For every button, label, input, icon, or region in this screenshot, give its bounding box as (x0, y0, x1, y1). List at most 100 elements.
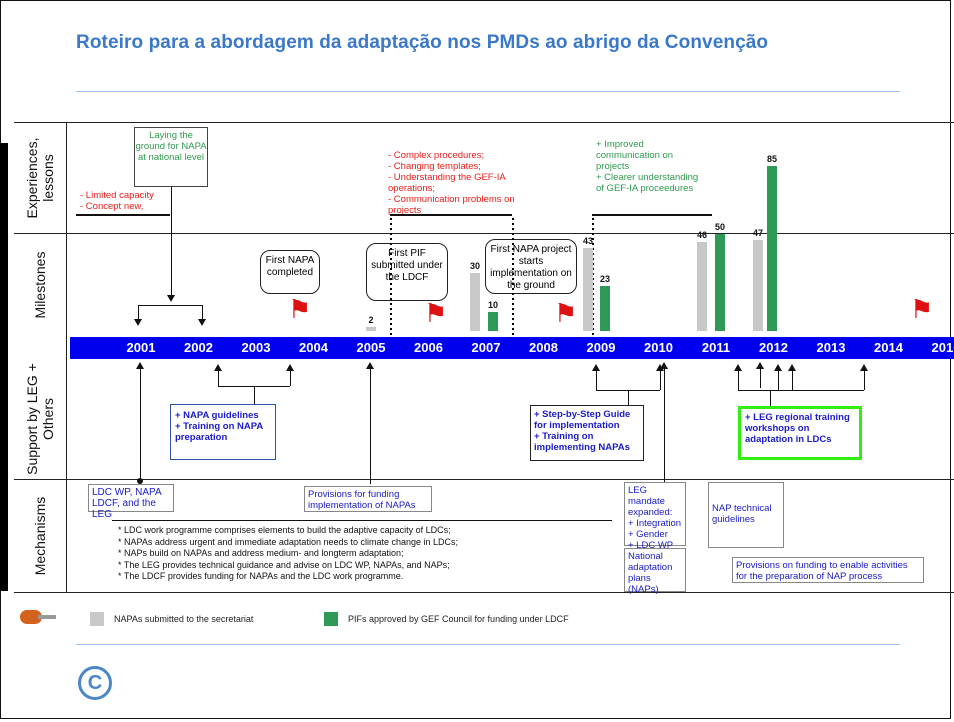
pif-bar-2011 (715, 234, 725, 331)
page-title: Roteiro para a abordagem da adaptação no… (76, 32, 769, 53)
note-item: * The LDCF provides funding for NAPAs an… (118, 571, 404, 581)
year-label-2008: 2008 (529, 340, 558, 355)
timeline-year-bar (70, 337, 954, 359)
arrow-2010b (660, 362, 668, 369)
provisions-napa-connector (370, 368, 371, 484)
leg-bracket-right (778, 390, 864, 391)
key-shaft (38, 615, 56, 619)
year-label-2012: 2012 (759, 340, 788, 355)
lane-bottom-border (14, 592, 954, 593)
lane-label-mechanisms: Mechanisms (32, 496, 48, 575)
branch-right-arrow (198, 319, 206, 326)
national-plans-box: National adaptation plans (NAPs) (624, 548, 686, 595)
ldc-wp-box: LDC WP, NAPA LDCF, and the LEG (88, 484, 174, 520)
year-label-2003: 2003 (241, 340, 271, 355)
dotted-line-2007 (512, 218, 514, 336)
arrow-2001 (136, 362, 144, 369)
notes-top-rule (112, 520, 612, 521)
year-label-2005: 2005 (356, 340, 386, 355)
pif-bar-2009-label: 23 (599, 274, 610, 284)
branch-left-arrow (134, 319, 142, 326)
finish-flag-icon-2004: ⚑ (288, 294, 312, 324)
leg-bracket-left (738, 390, 792, 391)
pif-bar-2007 (488, 312, 498, 331)
improved-period-line (592, 214, 712, 216)
napa-bar-2005 (366, 327, 376, 331)
lane-divider-3 (14, 479, 954, 480)
branch-horizontal (138, 305, 202, 306)
napa-guidelines-left (218, 370, 219, 386)
arrow-2011c (756, 362, 764, 369)
arrow-2013 (860, 364, 868, 371)
year-label-2006: 2006 (414, 340, 443, 355)
note-item: * NAPAs address urgent and immediate ada… (118, 536, 459, 547)
note-item: * LDC work programme comprises elements … (118, 525, 451, 535)
arrow-2003 (286, 364, 294, 371)
napa-bar-2011-label: 46 (696, 230, 707, 240)
lane-label-experiences: Experiences, lessons (24, 137, 56, 218)
note-item: * NAPs build on NAPAs and address medium… (118, 548, 404, 558)
year-label-2009: 2009 (586, 340, 616, 355)
year-label-2001: 2001 (126, 340, 156, 355)
leg-regional-box: + LEG regional training workshops on ada… (738, 406, 862, 460)
legend-green-swatch (324, 612, 338, 626)
left-edge-bar (0, 143, 8, 591)
improved-communication-text: + Improved communication on projects + C… (596, 139, 699, 194)
arrow-2011a (734, 364, 742, 371)
finish-flag-icon-2006: ⚑ (424, 298, 448, 328)
first-project-box: First NAPA project starts implementation… (485, 239, 577, 294)
limited-period-line (76, 214, 170, 216)
leg-bracket-r2 (864, 370, 865, 390)
connector-2001-down (140, 368, 141, 480)
napa-bar-2009 (583, 248, 593, 331)
napa-guidelines-stem (254, 386, 255, 404)
leg-stem (770, 390, 771, 406)
leg-mandate-connector (664, 368, 665, 482)
lane-divider-1 (14, 233, 954, 234)
lane-experiences: Experiences, lessons (14, 122, 66, 233)
lane-milestones: Milestones (14, 233, 66, 337)
laying-ground-connector (171, 187, 172, 297)
arrow-2009 (592, 364, 600, 371)
step-stem (628, 390, 629, 406)
pif-bar-2012 (767, 166, 777, 331)
arrow-2012 (774, 364, 782, 371)
napa-bar-2012-label: 47 (752, 228, 763, 238)
year-label-2013: 2013 (816, 340, 846, 355)
lane-header-divider (66, 122, 67, 592)
arrow-2011b (788, 364, 796, 371)
arrow-2005 (366, 362, 374, 369)
year-label-2002: 2002 (184, 340, 213, 355)
napa-bar-2009-label: 43 (582, 236, 593, 246)
pif-bar-2007-label: 10 (487, 300, 498, 310)
lane-top-border (14, 122, 954, 123)
lane-label-support: Support by LEG + Others (24, 363, 56, 475)
arrow-2002 (214, 364, 222, 371)
limited-capacity-text: - Limited capacity - Concept new, (80, 190, 154, 212)
leg-bracket-l2 (792, 370, 793, 390)
year-label-2015: 2015 (931, 340, 954, 355)
laying-ground-box: Laying the ground for NAPA at national l… (134, 127, 208, 187)
napa-bar-2007 (470, 273, 480, 331)
napa-guidelines-box: + NAPA guidelines + Training on NAPA pre… (170, 404, 276, 460)
pif-bar-2011-label: 50 (714, 222, 725, 232)
finish-flag-icon-2015: ⚑ (910, 294, 934, 324)
year-label-2007: 2007 (471, 340, 501, 355)
year-label-2011: 2011 (701, 340, 731, 355)
dotted-line-2009 (592, 218, 594, 336)
ldc-wp-dot (137, 478, 143, 484)
complex-procedures-text: - Complex procedures; - Changing templat… (388, 150, 515, 216)
first-pif-box: First PIF submitted under the LDCF (366, 243, 448, 301)
legend-green-label: PIFs approved by GEF Council for funding… (348, 614, 569, 624)
nap-guidelines-box: NAP technical guidelines (708, 482, 784, 548)
unfccc-logo: C (78, 666, 112, 700)
laying-ground-arrow (167, 295, 175, 302)
first-napa-box: First NAPA completed (260, 250, 320, 294)
napa-bar-2011 (697, 242, 707, 331)
title-divider (76, 91, 900, 92)
branch-right (202, 305, 203, 320)
step-by-step-box: + Step-by-Step Guide for implementation … (530, 405, 644, 461)
year-label-2004: 2004 (299, 340, 328, 355)
branch-left (138, 305, 139, 320)
